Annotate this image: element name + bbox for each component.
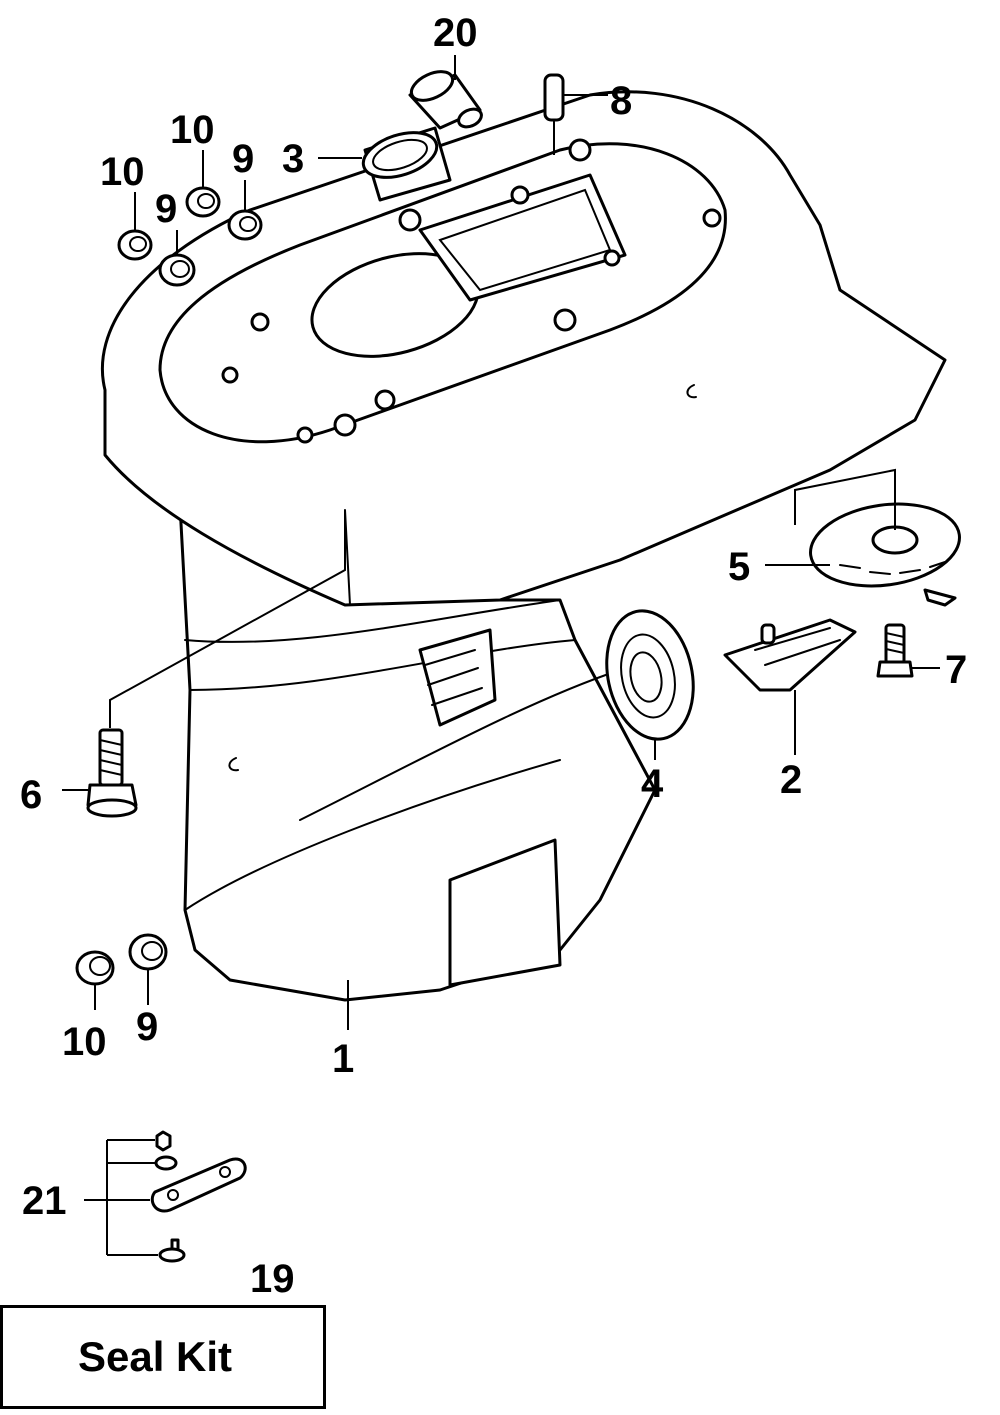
part-10-bushing-upper-right <box>185 186 221 218</box>
callout-21: 21 <box>22 1179 67 1223</box>
part-2-anode-block <box>723 618 857 755</box>
callout-9-upper-left: 9 <box>155 187 177 231</box>
part-20-plug <box>408 70 483 130</box>
part-7-bolt <box>876 623 940 678</box>
part-10-bushing-upper-left <box>117 229 153 261</box>
gearcase-housing <box>100 90 947 1002</box>
callout-9-lower: 9 <box>136 1005 158 1049</box>
part-9-seal-upper-right <box>227 209 263 241</box>
part-21-cover-kit <box>84 1130 247 1263</box>
callout-20: 20 <box>433 11 478 55</box>
part-5-anode-plate <box>794 468 961 607</box>
part-9-seal-lower <box>128 933 168 1005</box>
callout-6: 6 <box>20 773 42 817</box>
part-3-needle-bearing <box>361 126 452 202</box>
seal-kit-label: Seal Kit <box>77 1333 233 1380</box>
callout-10-upper-right: 10 <box>170 108 215 152</box>
part-4-ball-bearing <box>605 609 695 760</box>
callout-2: 2 <box>780 758 802 802</box>
callout-19: 19 <box>250 1257 295 1301</box>
part-10-bushing-lower <box>75 950 115 1010</box>
callout-8: 8 <box>610 79 632 123</box>
callout-10-upper-left: 10 <box>100 150 145 194</box>
part-9-seal-upper-left <box>158 253 196 287</box>
callout-3: 3 <box>282 137 304 181</box>
callout-1: 1 <box>332 1037 354 1081</box>
callout-4: 4 <box>641 762 664 806</box>
callout-7: 7 <box>945 648 967 692</box>
callout-5: 5 <box>728 545 750 589</box>
callout-9-upper-right: 9 <box>232 137 254 181</box>
seal-kit-box <box>0 1305 326 1409</box>
part-6-bolt <box>62 510 346 818</box>
part-8-dowel-pin <box>543 73 565 155</box>
callout-10-lower: 10 <box>62 1020 107 1064</box>
